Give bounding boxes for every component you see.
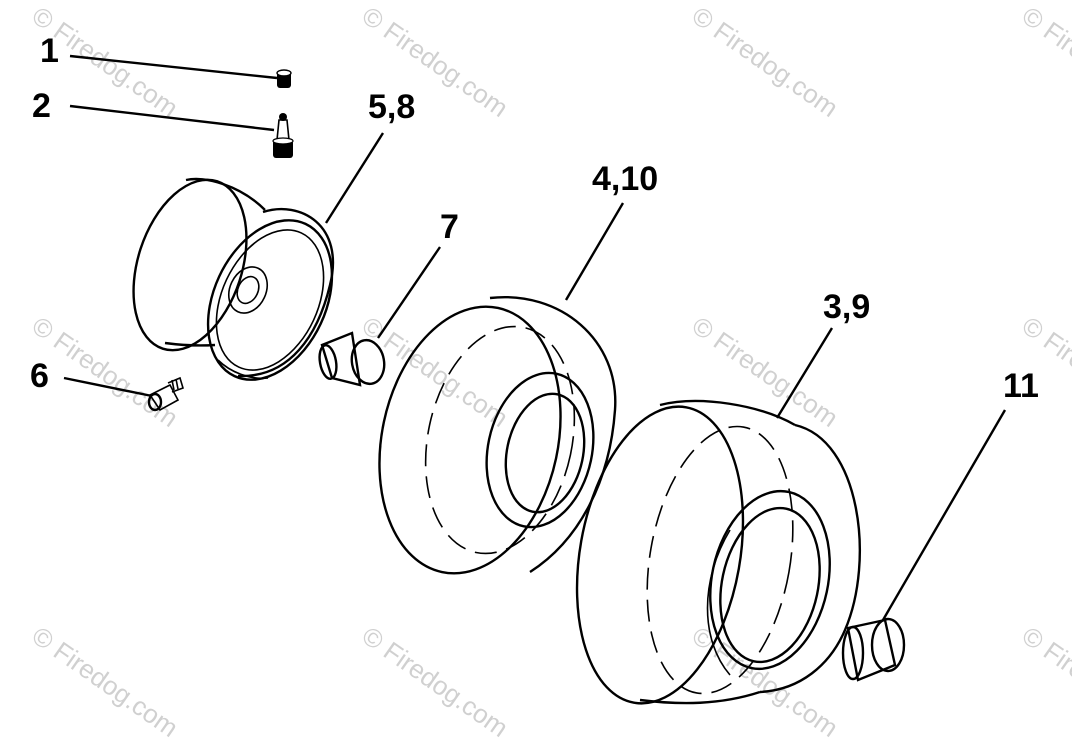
callout-6: 6: [30, 357, 49, 395]
valve-stem-part: [272, 113, 294, 158]
leader-line: [775, 327, 834, 419]
watermark: © Firedog.com: [687, 620, 844, 743]
grease-fitting-part: [147, 376, 184, 412]
watermark: © Firedog.com: [1017, 620, 1072, 743]
callout-1: 1: [40, 32, 59, 70]
leader-line: [377, 246, 441, 339]
wheel-rim-part: [132, 177, 335, 381]
leader-line: [564, 202, 625, 301]
watermark: © Firedog.com: [687, 0, 844, 123]
inner-tube-part: [378, 295, 617, 575]
tire-part: [575, 399, 861, 705]
leader-lines: [63, 54, 1007, 621]
callout-5-8: 5,8: [368, 88, 415, 126]
bushing-part: [318, 331, 386, 387]
leader-line: [881, 409, 1007, 621]
watermark: © Firedog.com: [357, 620, 514, 743]
callout-4-10: 4,10: [592, 160, 658, 198]
watermark: © Firedog.com: [27, 310, 184, 433]
callout-3-9: 3,9: [823, 288, 870, 326]
callout-labels: 1 2 5,8 4,10 7 3,9 6 11: [30, 32, 1039, 405]
callout-11: 11: [1003, 367, 1039, 405]
watermark: © Firedog.com: [687, 310, 844, 433]
valve-cap-part: [276, 69, 292, 88]
leader-line: [63, 376, 153, 398]
callout-7: 7: [440, 208, 459, 246]
leader-line: [324, 132, 385, 224]
watermark-layer: © Firedog.com © Firedog.com © Firedog.co…: [27, 0, 1072, 743]
watermark: © Firedog.com: [27, 620, 184, 743]
bearing-cup-part: [841, 617, 906, 682]
leader-line: [69, 54, 278, 80]
watermark: © Firedog.com: [1017, 0, 1072, 123]
callout-2: 2: [32, 87, 51, 125]
leader-line: [69, 104, 275, 132]
